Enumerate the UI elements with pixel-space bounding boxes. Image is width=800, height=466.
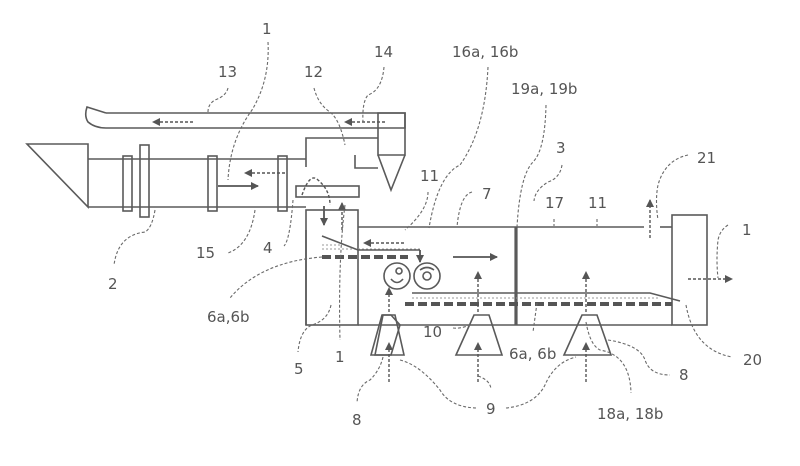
label-5: 5 [294, 360, 304, 378]
chute-duct [295, 185, 360, 198]
leader-10 [452, 324, 471, 329]
rollers [383, 262, 441, 290]
leader-14 [362, 66, 385, 123]
label-12: 12 [304, 63, 323, 81]
main-bed-top [412, 292, 681, 302]
fan-1-body [374, 314, 405, 356]
leader-3 [533, 164, 563, 202]
leader-21 [655, 154, 689, 221]
leader-12 [313, 87, 346, 146]
label-11-right: 11 [588, 194, 607, 212]
label-18ab: 18a, 18b [597, 405, 663, 423]
leader-2 [113, 209, 156, 266]
discharge-box-20 [671, 214, 708, 326]
leader-9-right [505, 356, 577, 409]
duct-body [106, 112, 406, 129]
kiln-ring-2 [207, 155, 218, 212]
fan-3 [562, 314, 613, 356]
leader-6ab-left [229, 256, 323, 299]
leader-4 [283, 199, 294, 247]
leader-20 [685, 304, 733, 358]
chamber-5 [305, 209, 359, 326]
kiln-ring-3 [277, 155, 288, 212]
cyclone-body [377, 112, 406, 156]
hood-inner [354, 155, 378, 169]
upper-chute-plate [321, 235, 420, 251]
leader-1-right [716, 224, 729, 279]
leader-1-bottom [339, 204, 346, 341]
reference-labels: 1 13 12 14 16a, 16b 19a, 19b 3 21 11 7 1… [108, 20, 762, 429]
fans [369, 271, 613, 382]
label-13: 13 [218, 63, 237, 81]
leader-9-fan2 [477, 375, 492, 390]
label-1-bottom: 1 [335, 348, 345, 366]
label-7: 7 [482, 185, 492, 203]
label-19ab: 19a, 19b [511, 80, 577, 98]
rotary-kiln [25, 143, 306, 218]
roller-16b-hub [422, 271, 432, 281]
kiln-flange [139, 144, 150, 218]
label-14: 14 [374, 43, 393, 61]
label-9: 9 [486, 400, 496, 418]
label-6ab-mid: 6a, 6b [509, 345, 556, 363]
kiln-ring-1 [122, 155, 133, 212]
leader-lines [113, 41, 733, 409]
grate-system [321, 235, 681, 306]
leader-16 [428, 66, 489, 229]
leader-9-left [399, 359, 477, 409]
leader-19 [516, 104, 547, 228]
label-15: 15 [196, 244, 215, 262]
roller-16b [413, 262, 441, 290]
label-2: 2 [108, 275, 118, 293]
roller-16b-detail [419, 266, 435, 271]
exhaust-duct [84, 105, 406, 129]
transfer-chute [295, 177, 360, 230]
label-16ab: 16a, 16b [452, 43, 518, 61]
leader-8-left [356, 356, 384, 404]
hood-top [305, 137, 378, 167]
leader-13 [207, 87, 229, 113]
label-6ab-left: 6a,6b [207, 308, 250, 326]
label-8-right: 8 [679, 366, 689, 384]
label-11-left: 11 [420, 167, 439, 185]
label-17: 17 [545, 194, 564, 212]
leader-1-top [227, 41, 269, 181]
label-4: 4 [263, 239, 273, 257]
roller-16a-hub [395, 267, 403, 275]
chute-curve [301, 177, 331, 206]
label-1-right: 1 [742, 221, 752, 239]
roller-16a-detail [390, 278, 404, 284]
label-8-left: 8 [352, 411, 362, 429]
cyclone-cone [377, 154, 406, 193]
label-3: 3 [556, 139, 566, 157]
kiln-feed-hopper [25, 143, 89, 209]
label-21: 21 [697, 149, 716, 167]
leader-15 [227, 209, 256, 254]
roller-16a [383, 262, 411, 290]
label-10: 10 [423, 323, 442, 341]
leader-11-left [404, 191, 429, 231]
fan-2 [454, 314, 504, 356]
cyclone-separator [377, 112, 406, 193]
cooler-chamber [305, 199, 733, 326]
leader-18 [585, 321, 632, 394]
leader-6ab-mid [532, 302, 538, 333]
leader-8-right [607, 339, 671, 376]
duct-outlet-hood [84, 105, 107, 129]
label-1-top: 1 [262, 20, 272, 38]
label-20: 20 [743, 351, 762, 369]
leader-5 [297, 304, 332, 353]
leader-7 [456, 191, 473, 228]
